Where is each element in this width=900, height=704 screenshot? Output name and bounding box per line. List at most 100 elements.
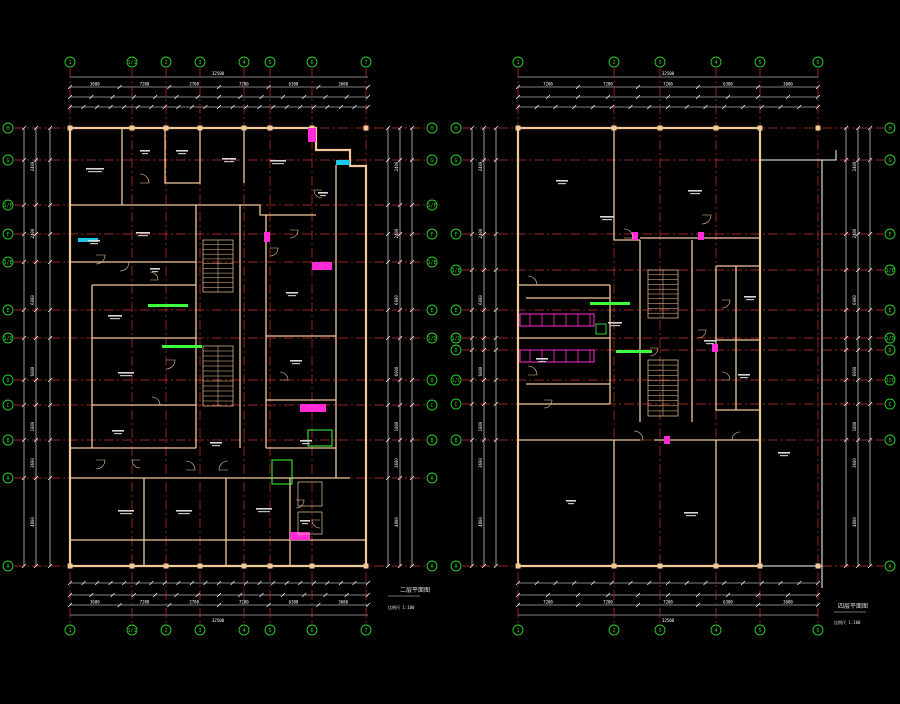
svg-text:1800: 1800 [852, 421, 857, 431]
svg-text:7: 7 [364, 628, 367, 634]
axis-bubble-col-bottom-4: 4 [238, 624, 250, 636]
svg-text:32500: 32500 [212, 618, 225, 623]
axis-bubble-col-bottom-3: 4 [710, 624, 722, 636]
axis-bubble-row-right-6: 1/D [426, 332, 438, 344]
svg-text:1/F: 1/F [3, 203, 12, 209]
axis-bubble-col-0: 1 [512, 56, 524, 68]
svg-text:F: F [430, 232, 433, 238]
axis-bubble-col-bottom-2: 3 [654, 624, 666, 636]
svg-text:2: 2 [612, 628, 615, 634]
svg-text:6300: 6300 [289, 82, 299, 87]
svg-text:7200: 7200 [239, 82, 249, 87]
svg-text:6: 6 [816, 60, 819, 66]
svg-text:3: 3 [658, 60, 661, 66]
svg-text:7200: 7200 [603, 600, 613, 605]
left-side-dimensions [23, 128, 413, 566]
axis-bubble-row-right-3: 1/E [884, 264, 896, 276]
axis-bubble-row-4: 1/E [2, 256, 14, 268]
svg-text:1800: 1800 [30, 421, 35, 431]
axis-bubble-row-right-8: C [426, 399, 438, 411]
svg-text:E: E [888, 308, 891, 314]
right-toilet-cubicles [529, 314, 591, 362]
svg-text:6000: 6000 [852, 295, 857, 305]
svg-text:5: 5 [758, 628, 761, 634]
svg-text:B: B [454, 438, 457, 444]
right-side-dimensions [471, 128, 871, 566]
svg-text:2: 2 [612, 60, 615, 66]
svg-text:A: A [454, 564, 457, 570]
svg-text:3600: 3600 [783, 82, 793, 87]
svg-text:1/E: 1/E [427, 260, 436, 266]
svg-text:3: 3 [658, 628, 661, 634]
axis-bubble-row-3: 1/E [450, 264, 462, 276]
svg-text:4800: 4800 [30, 517, 35, 527]
svg-text:6000: 6000 [478, 295, 483, 305]
left-stair-treads [203, 240, 233, 406]
svg-text:2: 2 [164, 60, 167, 66]
svg-text:2400: 2400 [394, 161, 399, 171]
svg-text:6: 6 [816, 628, 819, 634]
axis-bubble-col-bottom-2: 2 [160, 624, 172, 636]
svg-text:3600: 3600 [30, 458, 35, 468]
axis-bubble-col-bottom-5: 6 [812, 624, 824, 636]
left-doors [95, 173, 323, 529]
right-stair-treads [648, 270, 678, 416]
axis-bubble-row-3: F [2, 228, 14, 240]
svg-text:1/D: 1/D [885, 336, 894, 342]
svg-text:C: C [454, 402, 457, 408]
axis-bubble-row-right-11: A [426, 560, 438, 572]
axis-bubble-row-10: A [450, 560, 462, 572]
svg-text:2400: 2400 [852, 228, 857, 238]
svg-text:1/1: 1/1 [127, 60, 136, 66]
svg-text:G: G [888, 158, 891, 164]
svg-text:1/E: 1/E [885, 268, 894, 274]
svg-text:3600: 3600 [852, 458, 857, 468]
axis-bubble-col-bottom-0: 1 [64, 624, 76, 636]
svg-text:5: 5 [268, 628, 271, 634]
axis-bubble-row-7: D [2, 374, 14, 386]
svg-text:6000: 6000 [30, 295, 35, 305]
svg-text:F: F [454, 232, 457, 238]
svg-text:7200: 7200 [543, 82, 553, 87]
svg-text:7200: 7200 [543, 600, 553, 605]
axis-bubble-col-0: 1 [64, 56, 76, 68]
svg-text:6: 6 [310, 60, 313, 66]
svg-text:6000: 6000 [478, 366, 483, 376]
axis-bubble-row-right-5: 1/D [884, 332, 896, 344]
svg-text:4: 4 [714, 60, 717, 66]
axis-bubble-row-6: 1/D [2, 332, 14, 344]
svg-text:6300: 6300 [289, 600, 299, 605]
svg-text:1/C: 1/C [451, 378, 460, 384]
svg-text:H: H [454, 126, 457, 132]
svg-text:7200: 7200 [140, 82, 150, 87]
right-room-labels [536, 180, 790, 517]
axis-bubble-col-4: 5 [754, 56, 766, 68]
svg-text:C: C [6, 403, 9, 409]
axis-bubble-row-11: A [2, 560, 14, 572]
svg-text:H: H [888, 126, 891, 132]
svg-text:E: E [454, 308, 457, 314]
axis-bubble-row-right-6: D [884, 344, 896, 356]
axis-bubble-col-bottom-1: 2 [608, 624, 620, 636]
svg-text:4800: 4800 [852, 517, 857, 527]
axis-bubble-row-right-4: E [884, 304, 896, 316]
axis-bubble-row-right-1: G [884, 154, 896, 166]
svg-text:6000: 6000 [394, 295, 399, 305]
axis-bubble-row-right-2: F [884, 228, 896, 240]
axis-bubble-row-right-0: H [884, 122, 896, 134]
svg-text:3: 3 [198, 60, 201, 66]
axis-bubble-row-10: A [2, 472, 14, 484]
axis-bubble-row-1: G [2, 154, 14, 166]
svg-text:4: 4 [714, 628, 717, 634]
right-interior-walls [518, 128, 760, 566]
svg-text:3: 3 [198, 628, 201, 634]
svg-text:E: E [6, 308, 9, 314]
svg-text:D: D [888, 348, 891, 354]
svg-text:2700: 2700 [189, 600, 199, 605]
svg-text:6000: 6000 [30, 366, 35, 376]
svg-text:1/D: 1/D [427, 336, 436, 342]
svg-text:1800: 1800 [394, 421, 399, 431]
svg-text:D: D [454, 348, 457, 354]
